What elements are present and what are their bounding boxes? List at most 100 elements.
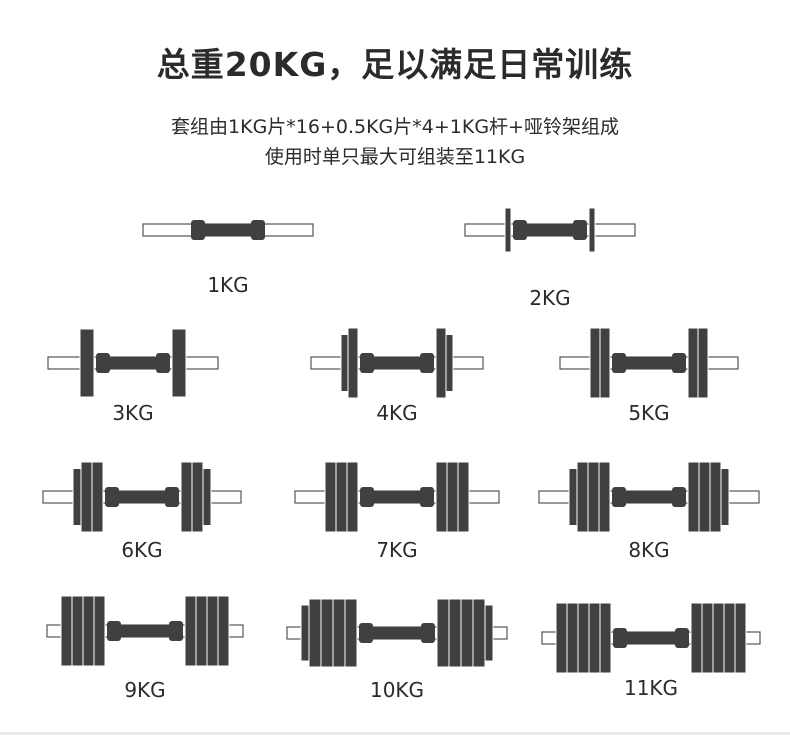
plate-left — [555, 602, 568, 674]
plate-left — [340, 334, 349, 392]
collar-left — [359, 623, 373, 643]
plate-left — [599, 327, 611, 399]
dumbbell-7kg: 7KG — [294, 461, 500, 562]
plate-right — [191, 461, 204, 533]
collar-left — [360, 353, 374, 373]
handle — [622, 357, 676, 369]
plate-right — [217, 595, 230, 667]
plate-left — [332, 598, 346, 668]
dumbbell-9kg: 9KG — [46, 595, 244, 702]
handle — [106, 357, 160, 369]
collar-right — [672, 487, 686, 507]
plate-left — [566, 602, 579, 674]
plate-left — [576, 461, 589, 533]
plate-left — [60, 595, 73, 667]
weight-label: 10KG — [370, 678, 424, 702]
plate-right — [460, 598, 474, 668]
plate-right — [690, 602, 703, 674]
plate-left — [324, 461, 337, 533]
plate-left — [308, 598, 322, 668]
plate-left — [344, 598, 358, 668]
collar-left — [191, 220, 205, 240]
collar-right — [421, 623, 435, 643]
subtitle-max-weight: 使用时单只最大可组装至11KG — [264, 146, 526, 168]
plate-left — [587, 461, 600, 533]
plate-left — [577, 602, 590, 674]
weight-label: 11KG — [624, 676, 678, 700]
weight-label: 8KG — [628, 538, 669, 562]
weight-label: 2KG — [529, 286, 570, 310]
plate-left — [347, 327, 359, 399]
collar-right — [156, 353, 170, 373]
dumbbell-3kg: 3KG — [47, 328, 219, 425]
plate-right — [720, 468, 730, 526]
subtitle-set-contents: 套组由1KG片*16+0.5KG片*4+1KG杆+哑铃架组成 — [171, 116, 619, 138]
handle — [622, 491, 676, 503]
handle — [623, 632, 679, 644]
plate-left — [82, 595, 95, 667]
plate-right — [457, 461, 470, 533]
plate-right — [435, 327, 447, 399]
handle — [369, 627, 425, 639]
collar-right — [420, 353, 434, 373]
plate-right — [195, 595, 208, 667]
plate-left — [599, 602, 612, 674]
dumbbell-8kg: 8KG — [538, 461, 760, 562]
plate-left — [79, 328, 95, 398]
plate-right — [723, 602, 736, 674]
weight-label: 3KG — [112, 401, 153, 425]
collar-right — [573, 220, 587, 240]
collar-right — [420, 487, 434, 507]
plate-left — [335, 461, 348, 533]
plate-right — [446, 461, 459, 533]
plate-right — [435, 461, 448, 533]
collar-left — [107, 621, 121, 641]
plate-right — [712, 602, 725, 674]
collar-right — [675, 628, 689, 648]
dumbbell-2kg: 2KG — [464, 207, 636, 310]
plate-left — [91, 461, 104, 533]
collar-left — [612, 487, 626, 507]
plate-right — [734, 602, 747, 674]
plate-left — [320, 598, 334, 668]
weight-label: 9KG — [124, 678, 165, 702]
page-title: 总重20KG，足以满足日常训练 — [156, 45, 634, 84]
plate-right — [484, 604, 494, 662]
plate-right — [701, 602, 714, 674]
dumbbell-5kg: 5KG — [559, 327, 739, 425]
plate-right — [436, 598, 450, 668]
collar-left — [613, 628, 627, 648]
plate-left — [568, 468, 578, 526]
dumbbell-4kg: 4KG — [310, 327, 484, 425]
plate-right — [709, 461, 722, 533]
collar-left — [96, 353, 110, 373]
handle — [370, 357, 424, 369]
plate-left — [588, 602, 601, 674]
plate-right — [445, 334, 454, 392]
collar-left — [360, 487, 374, 507]
dumbbell-10kg: 10KG — [286, 598, 508, 702]
handle — [523, 224, 577, 236]
collar-right — [165, 487, 179, 507]
handle — [201, 224, 255, 236]
plate-right — [472, 598, 486, 668]
plate-left — [80, 461, 93, 533]
handle — [370, 491, 424, 503]
weight-label: 7KG — [376, 538, 417, 562]
plate-right — [206, 595, 219, 667]
divider — [0, 732, 790, 735]
plate-left — [504, 207, 512, 253]
plate-right — [697, 327, 709, 399]
plate-right — [171, 328, 187, 398]
weight-label: 5KG — [628, 401, 669, 425]
weight-label: 6KG — [121, 538, 162, 562]
plate-right — [698, 461, 711, 533]
plate-left — [598, 461, 611, 533]
collar-left — [612, 353, 626, 373]
plate-left — [589, 327, 601, 399]
weight-label: 4KG — [376, 401, 417, 425]
dumbbell-6kg: 6KG — [42, 461, 242, 562]
plate-right — [184, 595, 197, 667]
plate-left — [346, 461, 359, 533]
